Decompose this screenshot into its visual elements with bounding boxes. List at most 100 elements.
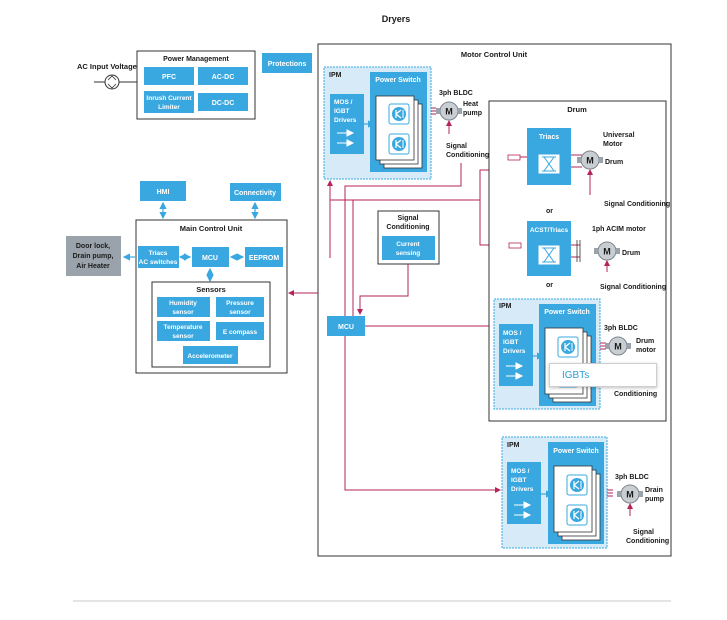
door-lock-label-2: Drain pump, (73, 253, 114, 260)
ac-input-label: AC Input Voltage (77, 62, 137, 71)
drum-or-1: or (546, 208, 553, 215)
dcdc-block (198, 93, 248, 111)
hmi-block (140, 181, 186, 201)
ipm-label-1: IPM (329, 72, 342, 79)
universal-motor-label-2: Motor (603, 141, 623, 148)
acst-label: ACST/Triacs (530, 227, 569, 234)
signal-cond-label-2: Conditioning (386, 224, 429, 231)
triacs-ac-switches-block (138, 246, 179, 268)
drum-triacs-label: Triacs (539, 134, 559, 141)
motor-mcu-block (327, 316, 365, 336)
acdc-block (198, 67, 248, 85)
current-label-1: Current (396, 241, 420, 248)
acim-drum-label: Drum (622, 250, 640, 257)
acim-label: 1ph ACIM motor (592, 226, 646, 233)
eeprom-block (245, 247, 283, 267)
heat-pump-name-1: Heat (463, 101, 479, 108)
inrush-label-2: Limiter (158, 104, 180, 111)
ipm-heat-pump: IPM MOS / IGBT Drivers Power Switch (323, 66, 432, 180)
connectivity-label: Connectivity (234, 190, 276, 197)
drum-sig-cond-1: Signal Conditioning (604, 201, 670, 208)
current-label-2: sensing (396, 250, 421, 257)
drum-conditioning-label: Conditioning (614, 391, 657, 398)
temperature-label-1: Temperature (164, 324, 203, 331)
mos-label-3c: Drivers (511, 486, 534, 493)
main-control-unit: Main Control Unit Triacs AC switches MCU… (135, 219, 288, 374)
temperature-sensor-block (157, 321, 210, 341)
drum-bldc-label: 3ph BLDC (604, 325, 638, 332)
drum-sig-cond-2: Signal Conditioning (600, 284, 666, 291)
igbt-tooltip: IGBTs (549, 363, 657, 387)
motor-control-title: Motor Control Unit (461, 50, 528, 59)
mos-label-1a: MOS / (334, 99, 353, 106)
drain-bldc-label: 3ph BLDC (615, 474, 649, 481)
power-management-block: Power Management PFC AC-DC Inrush Curren… (136, 50, 256, 120)
triacs-label-1: Triacs (149, 250, 168, 257)
dcdc-label: DC-DC (212, 100, 235, 107)
mos-label-3b: IGBT (511, 477, 527, 484)
temperature-label-2: sensor (172, 333, 194, 340)
heat-pump-name-2: pump (463, 110, 482, 117)
ecompass-block (216, 322, 264, 340)
protections-label: Protections (268, 61, 307, 68)
drum-or-2: or (546, 282, 553, 289)
signal-cond-label-1: Signal (397, 215, 418, 222)
ipm-label-3: IPM (507, 442, 520, 449)
pressure-sensor-block (216, 297, 264, 317)
power-switch-label-3: Power Switch (553, 448, 599, 455)
universal-drum-label: Drum (605, 159, 623, 166)
humidity-label-1: Humidity (169, 300, 197, 307)
motor-mcu-label: MCU (338, 324, 354, 331)
universal-motor-label-1: Universal (603, 132, 635, 139)
power-switch-label-2: Power Switch (544, 309, 590, 316)
heat-pump-sig-1: Signal (446, 143, 467, 150)
door-lock-label-3: Air Heater (76, 263, 110, 270)
mos-label-3a: MOS / (511, 468, 530, 475)
mos-label-2c: Drivers (503, 348, 526, 355)
power-switch-label-1: Power Switch (375, 77, 421, 84)
sensors-title: Sensors (196, 285, 226, 294)
mos-label-2a: MOS / (503, 330, 522, 337)
connectivity-block (230, 183, 281, 201)
heat-pump-bldc-label: 3ph BLDC (439, 90, 473, 97)
humidity-sensor-block (157, 297, 210, 317)
accelerometer-block (183, 346, 238, 364)
acdc-label: AC-DC (212, 74, 235, 81)
humidity-label-2: sensor (172, 309, 194, 316)
ac-source-icon (104, 74, 120, 90)
triacs-label-2: AC switches (139, 259, 178, 266)
pfc-block (144, 67, 194, 85)
mos-label-2b: IGBT (503, 339, 519, 346)
inrush-label-1: Inrush Current (146, 95, 192, 102)
pfc-label: PFC (162, 74, 176, 81)
eeprom-label: EEPROM (249, 255, 280, 262)
door-lock-block (66, 236, 121, 276)
mos-label-1b: IGBT (334, 108, 350, 115)
inrush-limiter-block (144, 91, 194, 113)
drum-motor-label-2: motor (636, 347, 656, 354)
drum-motor-label-1: Drum (636, 338, 654, 345)
ecompass-label: E compass (223, 329, 258, 336)
heat-pump-sig-2: Conditioning (446, 152, 489, 159)
door-lock-label-1: Door lock, (76, 243, 110, 250)
drain-sig-2: Conditioning (626, 538, 669, 545)
main-control-title: Main Control Unit (180, 224, 243, 233)
protections-block (262, 53, 312, 73)
ac-input: AC Input Voltage (77, 62, 140, 90)
pressure-label-1: Pressure (226, 300, 254, 307)
drain-pump-name-1: Drain (645, 487, 663, 494)
pressure-label-2: sensor (229, 309, 251, 316)
main-mcu-label: MCU (202, 255, 218, 262)
diagram-title: Dryers (382, 14, 411, 24)
power-management-title: Power Management (163, 56, 229, 63)
accelerometer-label: Accelerometer (187, 353, 233, 360)
ipm-label-2: IPM (499, 303, 512, 310)
drum-title: Drum (567, 105, 587, 114)
drain-sig-1: Signal (633, 529, 654, 536)
main-mcu-block (192, 247, 229, 267)
drain-pump-name-2: pump (645, 496, 664, 503)
ipm-drain-pump: IPM MOS / IGBT Drivers Power Switch (501, 436, 608, 549)
current-sensing-block (382, 236, 435, 260)
hmi-label: HMI (157, 189, 170, 196)
